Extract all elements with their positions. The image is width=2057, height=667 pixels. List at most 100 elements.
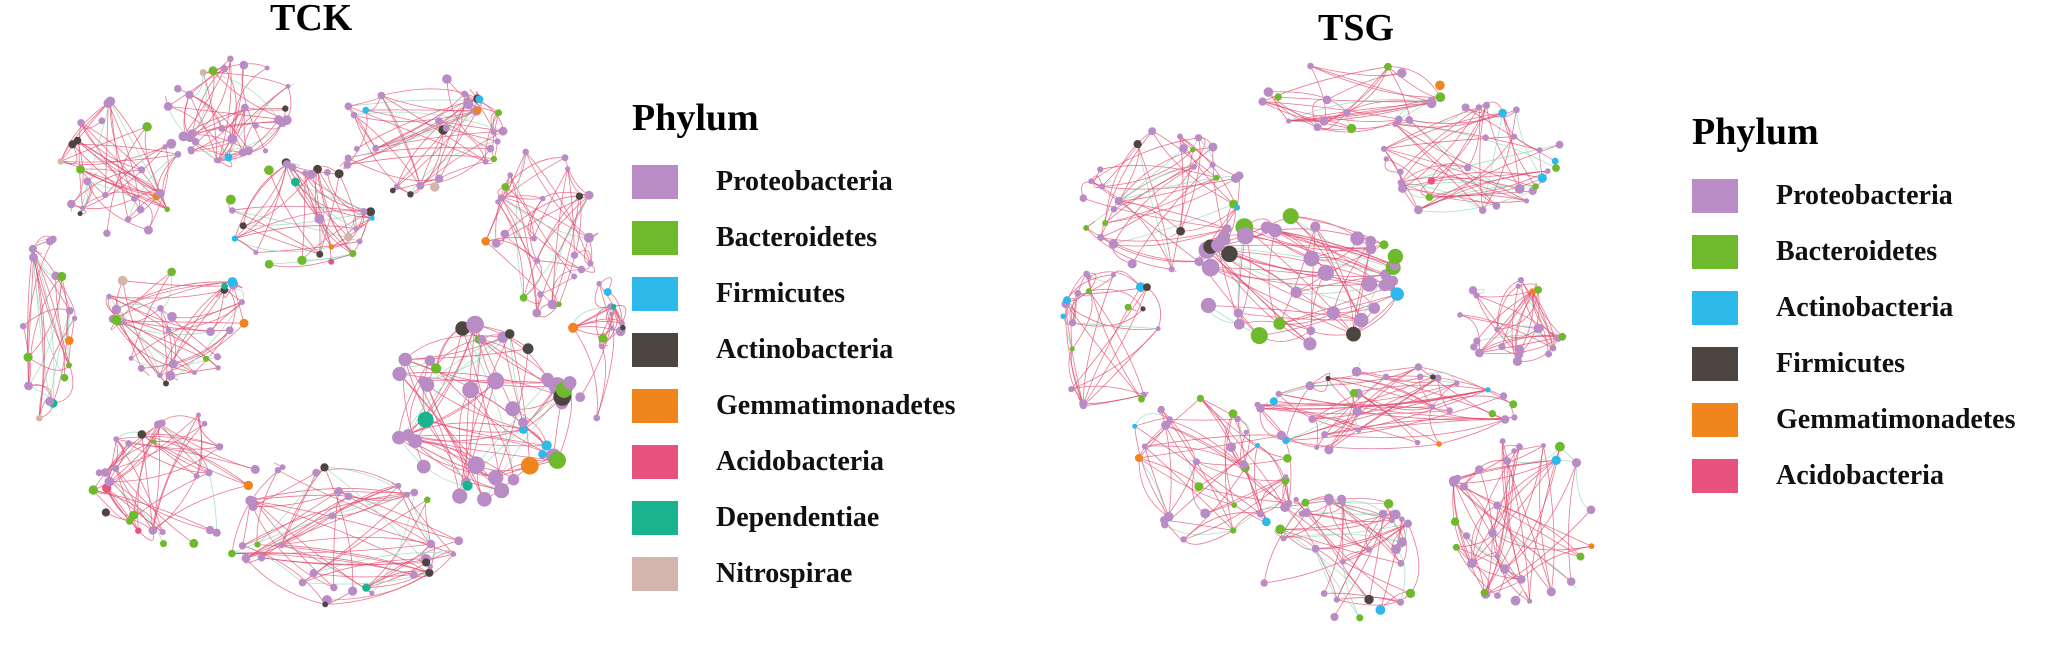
network-edge xyxy=(523,260,542,299)
network-edge xyxy=(537,260,582,270)
network-node xyxy=(1263,87,1274,97)
network-node xyxy=(1378,509,1388,519)
network-node xyxy=(1390,544,1401,555)
network-edge xyxy=(1085,221,1096,229)
network-edge xyxy=(268,253,353,268)
network-node xyxy=(360,208,368,215)
network-edge xyxy=(80,169,157,197)
network-node xyxy=(1460,482,1468,491)
network-node xyxy=(1382,373,1390,381)
network-edge xyxy=(438,120,504,132)
network-edge xyxy=(281,472,317,545)
network-edge xyxy=(32,248,51,402)
network-node xyxy=(1323,493,1334,504)
network-edge xyxy=(365,109,477,112)
network-node xyxy=(148,526,158,535)
network-edge xyxy=(1326,72,1402,101)
network-edge xyxy=(1357,393,1418,443)
network-edge xyxy=(425,419,524,433)
network-node xyxy=(1396,598,1405,606)
network-edge xyxy=(1065,303,1084,404)
network-node xyxy=(274,467,282,474)
network-node xyxy=(111,315,122,325)
network-node xyxy=(584,190,594,200)
network-node xyxy=(1511,448,1518,454)
network-edge xyxy=(250,500,430,574)
network-node xyxy=(45,396,55,406)
network-node xyxy=(307,169,317,179)
network-edge xyxy=(1200,398,1258,446)
network-edge xyxy=(1196,457,1288,466)
network-node xyxy=(282,105,289,112)
network-edge xyxy=(1138,457,1235,506)
network-node xyxy=(1387,248,1404,265)
network-node xyxy=(67,199,76,209)
legend-label: Acidobacteria xyxy=(1776,460,1944,491)
network-node xyxy=(1461,103,1470,112)
network-edge xyxy=(1118,146,1213,202)
network-node xyxy=(1546,587,1556,597)
network-edge xyxy=(197,414,220,448)
network-node xyxy=(328,512,336,520)
network-node xyxy=(1558,332,1567,341)
network-edge xyxy=(1113,228,1228,247)
network-edge xyxy=(1083,197,1228,229)
network-node xyxy=(103,229,111,237)
network-edge xyxy=(32,248,70,366)
network-edge xyxy=(72,144,135,199)
network-node xyxy=(1515,283,1521,289)
network-node xyxy=(1473,337,1481,345)
network-node xyxy=(1314,445,1320,450)
network-node xyxy=(1414,363,1423,371)
network-edge xyxy=(1310,65,1432,103)
network-edge xyxy=(1328,366,1419,451)
network-edge xyxy=(1342,561,1361,618)
network-node xyxy=(215,443,224,451)
network-edge xyxy=(242,164,288,226)
network-node xyxy=(111,304,122,315)
network-edge xyxy=(32,248,44,419)
network-node xyxy=(1231,502,1238,508)
network-node xyxy=(250,464,260,474)
network-node xyxy=(534,257,541,264)
network-node xyxy=(1148,127,1157,136)
network-node xyxy=(231,235,238,242)
network-edge xyxy=(410,129,444,195)
network-node xyxy=(538,450,547,459)
network-edge xyxy=(1278,366,1419,395)
network-edge xyxy=(1383,136,1515,150)
network-node xyxy=(28,244,37,254)
network-edge xyxy=(112,281,233,320)
network-edge xyxy=(141,434,154,531)
network-edge xyxy=(1279,226,1316,324)
network-edge xyxy=(353,114,421,187)
network-node xyxy=(1457,312,1463,318)
network-edge xyxy=(462,328,514,480)
network-edge xyxy=(1455,547,1498,596)
network-edge xyxy=(301,173,306,261)
network-node xyxy=(215,365,221,371)
network-edge xyxy=(1131,164,1213,265)
network-edge xyxy=(106,414,199,489)
network-edge xyxy=(32,248,55,404)
network-node xyxy=(1201,258,1220,277)
network-node xyxy=(424,496,431,504)
network-edge xyxy=(1171,149,1194,270)
network-node xyxy=(1234,204,1241,211)
network-node xyxy=(1499,392,1508,400)
network-node xyxy=(302,170,308,177)
network-edge xyxy=(189,94,223,129)
network-edge xyxy=(1285,389,1488,441)
network-node xyxy=(369,215,375,221)
network-node xyxy=(1488,410,1496,418)
network-edge xyxy=(1383,148,1527,202)
network-node xyxy=(1176,226,1185,236)
network-node xyxy=(1464,164,1472,172)
network-edge xyxy=(1485,461,1508,595)
network-node xyxy=(343,161,352,169)
network-edge xyxy=(1463,486,1581,557)
network-edge xyxy=(366,499,428,589)
legend-swatch-icon xyxy=(1692,291,1738,325)
network-node xyxy=(1213,174,1220,181)
